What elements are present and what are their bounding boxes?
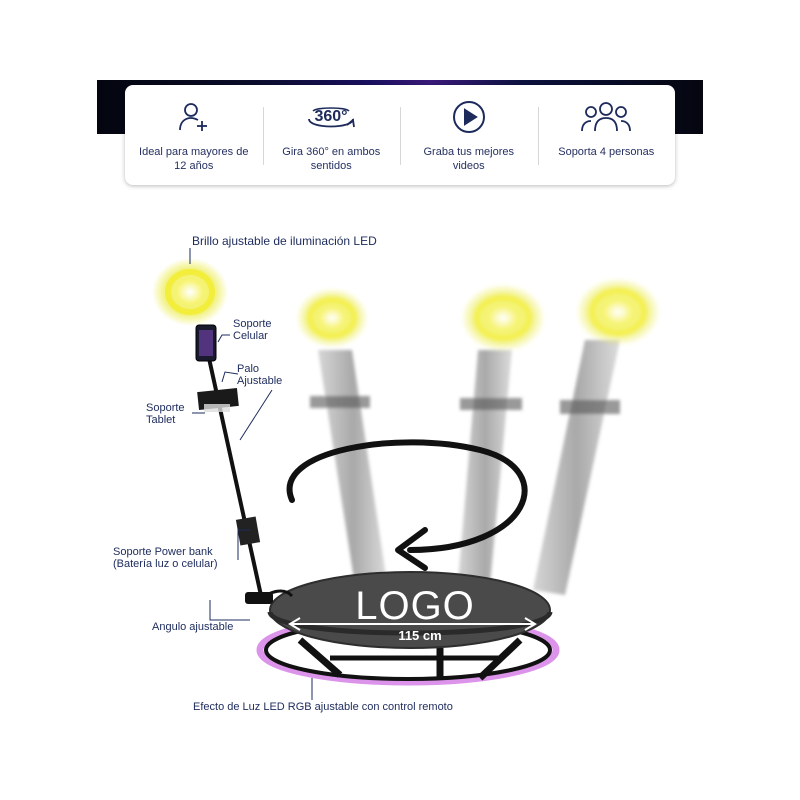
led-ring-inner [165,269,215,315]
feature-rotation: 360° Gira 360° en ambos sentidos [262,85,401,185]
rotate-360-icon: 360° [303,97,359,137]
features-card: Ideal para mayores de 12 años 360° Gira … [125,85,675,185]
feature-video-label: Graba tus mejores videos [423,146,514,172]
rotation-arrow [286,439,528,553]
feature-age-label: Ideal para mayores de 12 años [139,146,249,172]
led-ring [152,258,228,326]
play-icon [451,97,487,137]
diameter-arrow-left [288,617,301,631]
feature-age: Ideal para mayores de 12 años [125,85,263,185]
phone-screen [199,330,213,356]
feature-capacity: Soporta 4 personas [537,85,676,185]
motion-ghost-pole-3 [533,278,660,595]
rotate-360-text: 360° [315,108,348,125]
booth-drawing [152,248,660,700]
diameter-arrow-right [524,617,537,631]
platform-edge [267,610,553,636]
rotation-arrowhead [395,527,428,571]
callout-pole: Palo Ajustable [237,363,283,387]
callout-powerbank: Soporte Power bank (Batería luz o celula… [113,546,218,570]
callout-angle: Angulo ajustable [152,621,234,633]
callout-rgb-effect: Efecto de Luz LED RGB ajustable con cont… [193,701,453,713]
callout-led-brightness: Brillo ajustable de iluminación LED [192,234,377,248]
feature-video: Graba tus mejores videos [400,85,538,185]
feature-rotation-label: Gira 360° en ambos sentidos [282,146,381,172]
platform-diameter: 115 cm [398,628,442,643]
motion-ghost-pole-1 [296,288,388,592]
group-icon [578,97,634,137]
callout-phone-holder: Soporte Celular [233,318,272,342]
platform-logo: LOGO [355,584,475,628]
feature-capacity-label: Soporta 4 personas [558,146,655,158]
main-pole [197,339,294,604]
callout-tablet-holder: Soporte Tablet [146,402,185,426]
product-illustration: Brillo ajustable de iluminación LED Sopo… [0,200,800,800]
person-add-icon [176,97,212,137]
callout-lines [189,248,313,700]
motion-ghost-pole-2 [458,284,545,585]
